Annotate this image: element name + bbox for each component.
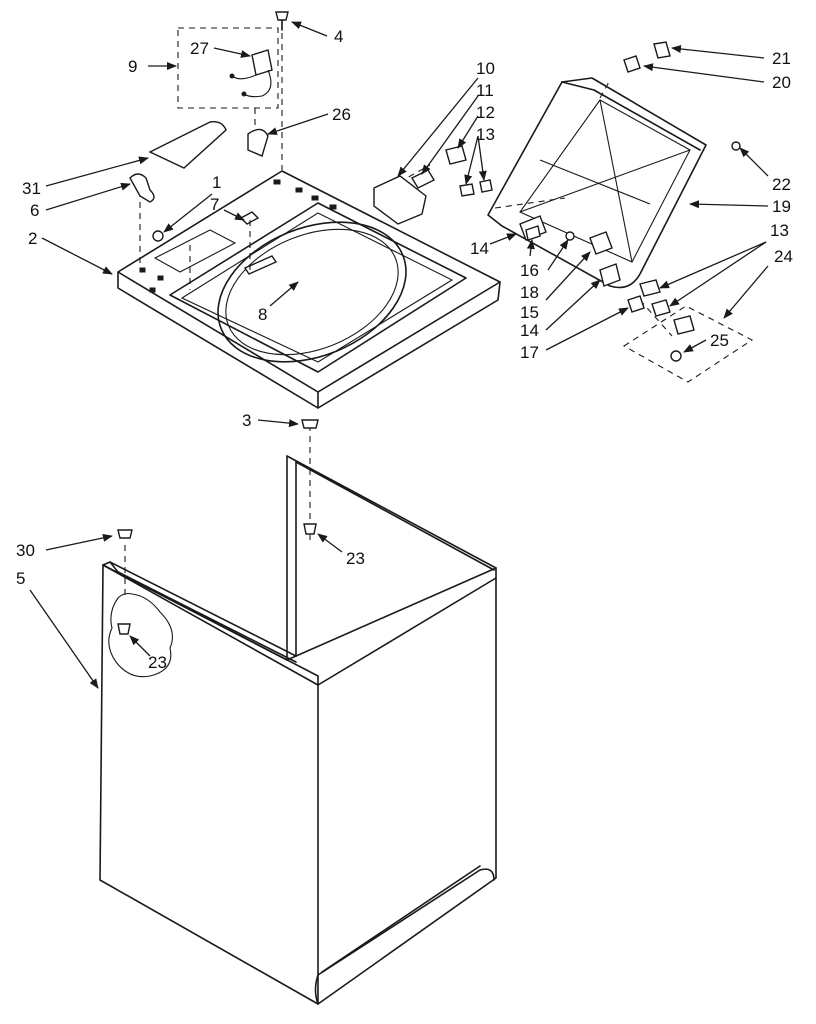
callout-13-upper: 13 xyxy=(476,125,495,144)
callout-14-upper: 14 xyxy=(470,239,489,258)
leader-lines xyxy=(29,21,769,689)
callout-8: 8 xyxy=(258,305,267,324)
part-16 xyxy=(525,225,541,241)
part-14-lower xyxy=(599,263,621,287)
callout-27: 27 xyxy=(190,39,209,58)
part-13-screw-d xyxy=(651,299,671,317)
assembly-dash-lines xyxy=(124,22,673,600)
part-13-screw-a xyxy=(459,183,475,197)
callout-9: 9 xyxy=(128,57,137,76)
part-15 xyxy=(589,231,613,255)
callout-1: 1 xyxy=(212,173,221,192)
part-25-washer xyxy=(670,350,682,362)
part-12 xyxy=(445,145,467,165)
callout-22: 22 xyxy=(772,175,791,194)
part-4-screw xyxy=(275,11,289,31)
callout-21: 21 xyxy=(772,49,791,68)
part-13-screw-b xyxy=(479,179,493,193)
lid xyxy=(487,77,707,289)
part-27-switch xyxy=(229,49,273,98)
callout-20: 20 xyxy=(772,73,791,92)
callout-11: 11 xyxy=(476,81,494,100)
callout-26: 26 xyxy=(332,105,351,124)
callout-25: 25 xyxy=(710,331,729,350)
callout-6: 6 xyxy=(30,201,39,220)
callout-4: 4 xyxy=(334,27,343,46)
callout-13-right: 13 xyxy=(770,221,789,240)
part-21 xyxy=(653,41,671,59)
part-6-hinge xyxy=(129,173,155,203)
part-13-screw-c xyxy=(639,279,661,297)
part-20 xyxy=(623,55,641,73)
callout-16: 16 xyxy=(520,261,539,280)
callout-labels: 1 2 3 4 5 6 7 8 9 10 11 12 13 13 14 14 1… xyxy=(16,27,793,672)
callout-19: 19 xyxy=(772,197,791,216)
callout-10: 10 xyxy=(476,59,495,78)
callout-7: 7 xyxy=(210,195,219,214)
callout-12: 12 xyxy=(476,103,495,122)
part-22 xyxy=(731,141,741,151)
callout-15: 15 xyxy=(520,303,539,322)
part-24-box xyxy=(622,305,754,383)
washer-top xyxy=(117,170,501,409)
part-23-screw-right xyxy=(303,523,317,535)
callout-17: 17 xyxy=(520,343,539,362)
callout-23-left: 23 xyxy=(148,653,167,672)
callout-30: 30 xyxy=(16,541,35,560)
callout-18: 18 xyxy=(520,283,539,302)
part-18 xyxy=(565,231,575,241)
part-23-screw-left xyxy=(117,623,131,635)
part-9-box xyxy=(177,27,279,109)
part-17 xyxy=(627,295,645,313)
callout-14-lower: 14 xyxy=(520,321,539,340)
part-31-panel xyxy=(148,120,227,169)
part-30-clip xyxy=(117,529,133,539)
callout-31: 31 xyxy=(22,179,41,198)
callout-24: 24 xyxy=(774,247,793,266)
cabinet xyxy=(99,455,497,1005)
callout-2: 2 xyxy=(28,229,37,248)
part-26-clip xyxy=(247,128,269,157)
callout-5: 5 xyxy=(16,569,25,588)
part-3-clip xyxy=(301,419,319,429)
part-24-spring xyxy=(673,315,695,335)
callout-3: 3 xyxy=(242,411,251,430)
callout-23-right: 23 xyxy=(346,549,365,568)
